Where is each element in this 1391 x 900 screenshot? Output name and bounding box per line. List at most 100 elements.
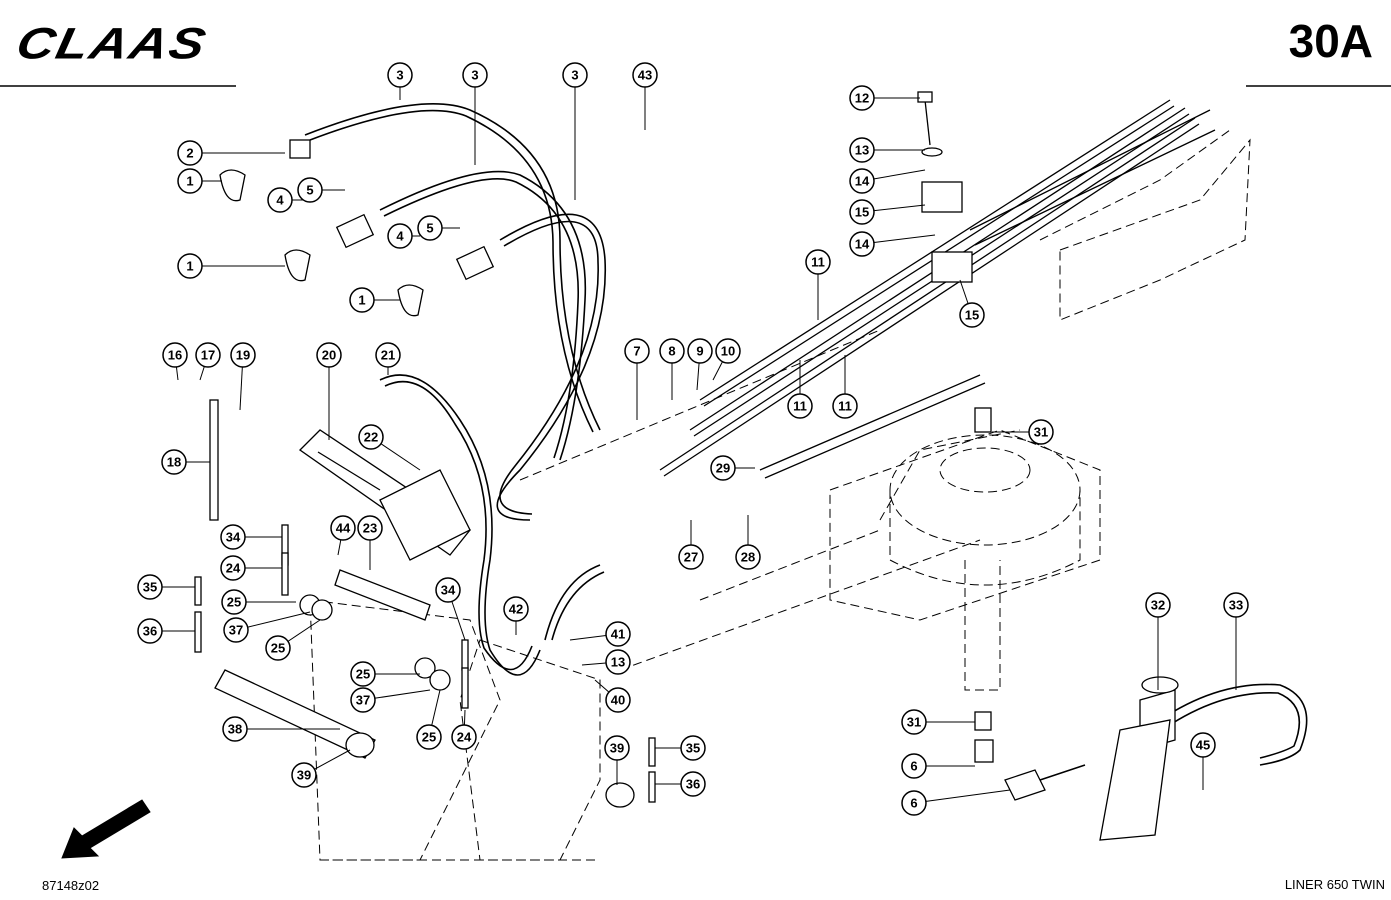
callout-number: 5 <box>306 183 313 198</box>
clamp-blocks <box>917 91 973 283</box>
callout-22: 22 <box>358 424 384 450</box>
callout-number: 27 <box>684 550 698 565</box>
callout-circle <box>350 687 376 713</box>
callout-number: 37 <box>356 693 370 708</box>
callout-number: 41 <box>611 627 625 642</box>
callout-circle <box>451 724 477 750</box>
callout-14: 14 <box>849 168 875 194</box>
callout-42: 42 <box>503 596 529 622</box>
callout-circle <box>350 661 376 687</box>
callout-number: 15 <box>855 205 869 220</box>
callout-number: 25 <box>227 595 241 610</box>
rotor-gearbox <box>889 434 1081 586</box>
callout-14: 14 <box>849 231 875 257</box>
callout-number: 36 <box>143 624 157 639</box>
callout-circle <box>265 635 291 661</box>
direction-arrow-icon <box>61 799 151 859</box>
callout-37: 37 <box>350 687 376 713</box>
callout-number: 19 <box>236 348 250 363</box>
callout-29: 29 <box>710 455 736 481</box>
callout-number: 34 <box>441 583 456 598</box>
callout-number: 34 <box>226 530 241 545</box>
callout-number: 23 <box>363 521 377 536</box>
callout-circle <box>604 735 630 761</box>
callout-27: 27 <box>678 544 704 570</box>
callout-4: 4 <box>387 223 413 249</box>
callout-36: 36 <box>680 771 706 797</box>
callout-1: 1 <box>177 168 203 194</box>
callout-circle <box>222 716 248 742</box>
callout-13: 13 <box>849 137 875 163</box>
callout-20: 20 <box>316 342 342 368</box>
callout-circle <box>220 524 246 550</box>
callout-circle <box>849 85 875 111</box>
page-code: 30A <box>1288 15 1373 67</box>
callout-circle <box>787 393 813 419</box>
callout-circle <box>137 574 163 600</box>
callout-circle <box>605 687 631 713</box>
callout-circle <box>387 223 413 249</box>
callout-circle <box>710 455 736 481</box>
model-name: LINER 650 TWIN <box>1284 877 1385 892</box>
hydraulic-motor <box>974 676 1179 841</box>
callout-number: 25 <box>271 641 285 656</box>
callout-number: 29 <box>716 461 730 476</box>
callout-circle <box>230 342 256 368</box>
callout-circle <box>1028 419 1054 445</box>
callout-circle <box>832 393 858 419</box>
callout-circle <box>562 62 588 88</box>
callout-circle <box>195 342 221 368</box>
callout-circle <box>805 249 831 275</box>
callout-32: 32 <box>1145 592 1171 618</box>
callout-number: 11 <box>838 399 852 414</box>
frame-outline <box>309 129 1251 861</box>
callout-circle <box>349 287 375 313</box>
callout-number: 1 <box>186 259 193 274</box>
callout-23: 23 <box>357 515 383 541</box>
callout-circle <box>417 215 443 241</box>
callout-circle <box>221 589 247 615</box>
callout-number: 37 <box>229 623 243 638</box>
callout-43: 43 <box>632 62 658 88</box>
callout-circle <box>316 342 342 368</box>
callout-number: 35 <box>686 741 700 756</box>
callout-39: 39 <box>291 762 317 788</box>
callout-number: 14 <box>855 237 870 252</box>
callout-circle <box>1190 732 1216 758</box>
callout-7: 7 <box>624 338 650 364</box>
callout-circle <box>177 140 203 166</box>
callout-25: 25 <box>416 724 442 750</box>
callout-number: 32 <box>1151 598 1165 613</box>
callout-number: 42 <box>509 602 523 617</box>
callout-24: 24 <box>220 555 246 581</box>
callout-number: 31 <box>1034 425 1048 440</box>
callout-number: 28 <box>741 550 755 565</box>
callout-number: 6 <box>910 759 917 774</box>
callout-5: 5 <box>417 215 443 241</box>
callout-circle <box>680 771 706 797</box>
callout-number: 17 <box>201 348 215 363</box>
callout-number: 36 <box>686 777 700 792</box>
callout-11: 11 <box>832 393 858 419</box>
drawing-number: 87148z02 <box>42 878 100 893</box>
callout-circle <box>416 724 442 750</box>
callout-number: 24 <box>226 561 241 576</box>
callout-number: 44 <box>336 521 351 536</box>
callout-number: 3 <box>571 68 578 83</box>
callout-number: 45 <box>1196 738 1210 753</box>
callout-number: 4 <box>276 193 284 208</box>
callout-3: 3 <box>387 62 413 88</box>
callout-number: 21 <box>381 348 395 363</box>
pins-and-shafts <box>194 399 656 808</box>
callout-number: 6 <box>910 796 917 811</box>
callout-circle <box>177 253 203 279</box>
callout-circle <box>678 544 704 570</box>
callout-24: 24 <box>451 724 477 750</box>
callout-leader <box>913 789 1011 804</box>
callout-6: 6 <box>901 753 927 779</box>
callout-number: 3 <box>471 68 478 83</box>
callout-number: 1 <box>358 293 365 308</box>
callout-circle <box>901 753 927 779</box>
